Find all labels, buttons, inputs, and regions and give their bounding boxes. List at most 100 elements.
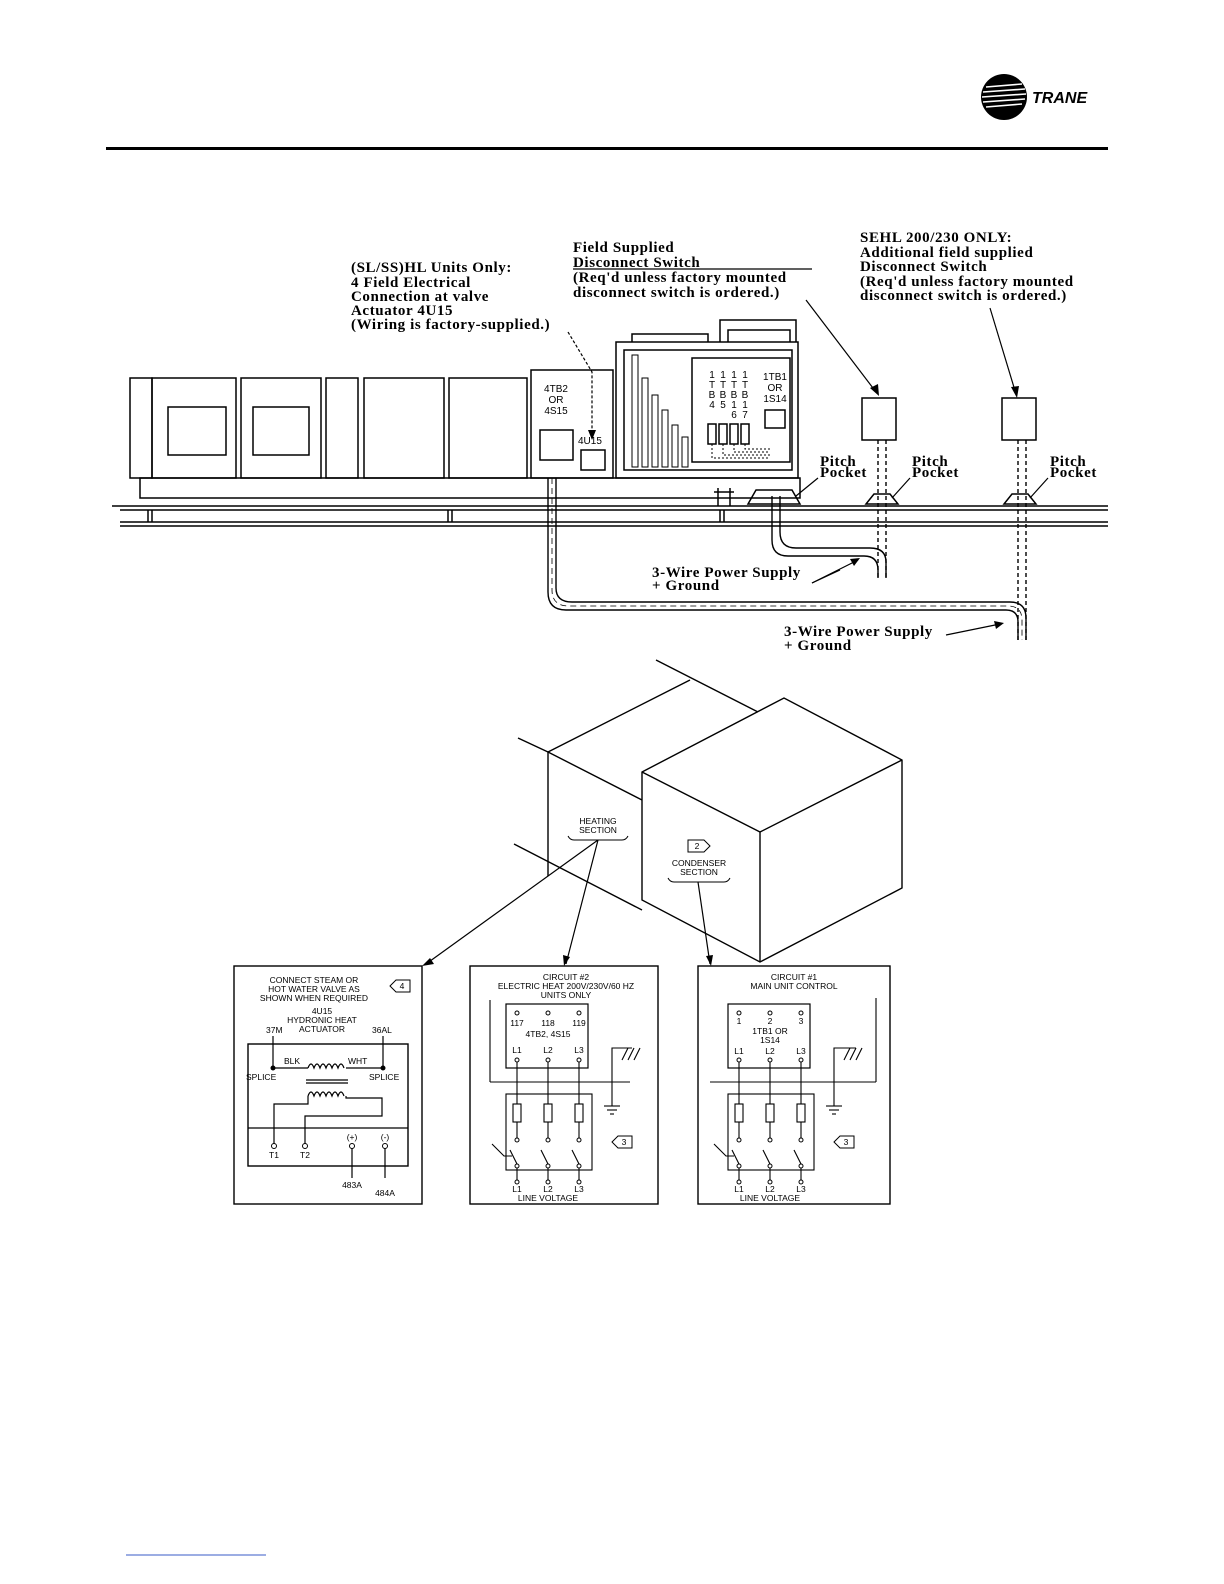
svg-text:Connection at valve: Connection at valve: [351, 289, 489, 305]
circuit2-line-voltage: LINE VOLTAGE: [518, 1193, 578, 1203]
wire-483a: 483A: [342, 1180, 362, 1190]
svg-text:4: 4: [400, 981, 405, 991]
svg-text:6: 6: [731, 410, 737, 421]
actuator-wiring: [272, 1036, 386, 1178]
svg-text:OR: OR: [549, 395, 564, 406]
svg-text:1: 1: [731, 370, 737, 381]
svg-text:(+): (+): [347, 1132, 358, 1142]
svg-text:5: 5: [720, 400, 726, 411]
circuit2-tag: 3: [611, 1135, 633, 1149]
svg-text:1S14: 1S14: [763, 394, 787, 405]
svg-text:Pitch: Pitch: [1050, 454, 1086, 470]
circuit1-terms: 1 2 3: [737, 1016, 804, 1026]
disconnect-leader: [805, 299, 877, 393]
svg-text:Pitch: Pitch: [820, 454, 856, 470]
svg-text:SHOWN WHEN REQUIRED: SHOWN WHEN REQUIRED: [260, 993, 368, 1003]
svg-text:B: B: [731, 390, 738, 401]
iso-leaders: [425, 839, 711, 965]
actuator-box: [247, 1043, 409, 1167]
circuit1-terminal-block: [727, 1003, 811, 1069]
svg-text:Disconnect Switch: Disconnect Switch: [860, 259, 987, 275]
power-supply-label-1: 3-Wire Power Supply + Ground: [652, 565, 800, 594]
pitch-pocket-1: [746, 489, 802, 505]
svg-text:Additional field supplied: Additional field supplied: [860, 245, 1033, 261]
splice-left: SPLICE: [246, 1072, 277, 1082]
circuit1-wiring: [710, 998, 877, 1182]
panel-circuit1: [697, 965, 891, 1205]
circuit1-title: CIRCUIT #1 MAIN UNIT CONTROL: [750, 972, 837, 991]
svg-text:SEHL 200/230 ONLY:: SEHL 200/230 ONLY:: [860, 230, 1012, 246]
condenser-section-label: CONDENSER SECTION: [667, 858, 731, 883]
callout-hl-units: (SL/SS)HL Units Only: 4 Field Electrical…: [351, 260, 550, 333]
iso-arrowheads: [422, 955, 713, 966]
circuit2-lines: L1 L2 L3: [512, 1045, 584, 1055]
svg-text:(Wiring is factory-supplied.): (Wiring is factory-supplied.): [351, 317, 550, 333]
svg-text:Pocket: Pocket: [1050, 465, 1097, 481]
svg-text:L1: L1: [734, 1046, 744, 1056]
tb-jumpers: [711, 444, 770, 459]
conduits: [547, 440, 1027, 640]
wire-484a: 484A: [375, 1188, 395, 1198]
iso-sections: [513, 659, 903, 963]
circuit2-bottom-lines: L1 L2 L3: [512, 1184, 584, 1194]
panel-circuit2: [469, 965, 659, 1205]
svg-text:T: T: [720, 380, 726, 391]
svg-text:L3: L3: [796, 1184, 806, 1194]
svg-text:CIRCUIT #2: CIRCUIT #2: [543, 972, 589, 982]
pitch-pocket-2: [864, 493, 900, 505]
svg-text:+ Ground: + Ground: [784, 638, 852, 654]
svg-text:4TB2: 4TB2: [544, 384, 568, 395]
svg-text:L2: L2: [765, 1046, 775, 1056]
circuit1-line-voltage: LINE VOLTAGE: [740, 1193, 800, 1203]
pitch-pocket-3: [1002, 493, 1038, 505]
unit-elevation: [129, 319, 801, 499]
svg-text:HYDRONIC HEAT: HYDRONIC HEAT: [287, 1015, 357, 1025]
header-rule: [106, 147, 1108, 150]
hydronic-tag: 4: [389, 979, 411, 993]
circuit2-title: CIRCUIT #2 ELECTRIC HEAT 200V/230V/60 HZ…: [498, 972, 634, 1000]
svg-text:4: 4: [709, 400, 715, 411]
svg-text:B: B: [742, 390, 749, 401]
svg-text:1: 1: [737, 1016, 742, 1026]
actuator-terminals: [271, 1143, 388, 1149]
svg-text:UNITS ONLY: UNITS ONLY: [541, 990, 592, 1000]
hydronic-title: CONNECT STEAM OR HOT WATER VALVE AS SHOW…: [260, 975, 368, 1034]
pitch-pocket-leaders: [795, 477, 1049, 499]
svg-text:L1: L1: [734, 1184, 744, 1194]
svg-text:1: 1: [742, 400, 748, 411]
svg-text:T: T: [742, 380, 748, 391]
hl-arrowhead: [588, 430, 596, 440]
svg-text:3: 3: [844, 1137, 849, 1147]
circuit1-block-name-1: 1TB1 OR: [752, 1026, 787, 1036]
svg-text:3: 3: [799, 1016, 804, 1026]
unit-vent-bars: [631, 354, 689, 468]
svg-text:OR: OR: [768, 383, 783, 394]
label-4u15: 4U15: [578, 436, 602, 447]
svg-text:L2: L2: [543, 1184, 553, 1194]
svg-text:1TB1: 1TB1: [763, 372, 787, 383]
svg-text:4U15: 4U15: [312, 1006, 333, 1016]
svg-text:(-): (-): [381, 1132, 390, 1142]
svg-text:1: 1: [709, 370, 715, 381]
power-arrow-2: [994, 621, 1004, 629]
circuit1-lines: L1 L2 L3: [734, 1046, 806, 1056]
heating-section-label: HEATING SECTION: [567, 816, 629, 841]
svg-text:2: 2: [695, 841, 700, 851]
svg-text:Pocket: Pocket: [912, 465, 959, 481]
svg-text:ACTUATOR: ACTUATOR: [299, 1024, 345, 1034]
label-1tb1: 1TB1 OR 1S14: [763, 372, 787, 405]
svg-text:+ Ground: + Ground: [652, 578, 720, 594]
circuit1-contacts: [736, 1057, 804, 1185]
svg-text:B: B: [709, 390, 716, 401]
svg-text:CONNECT STEAM OR: CONNECT STEAM OR: [270, 975, 359, 985]
svg-text:disconnect switch is ordered.): disconnect switch is ordered.): [573, 285, 780, 301]
hl-leader: [567, 331, 593, 438]
svg-text:117: 117: [510, 1018, 524, 1028]
circuit2-term-dots: [514, 1010, 582, 1016]
svg-text:Pocket: Pocket: [820, 465, 867, 481]
field-disconnect-switch: [861, 397, 897, 441]
svg-text:MAIN UNIT CONTROL: MAIN UNIT CONTROL: [750, 981, 837, 991]
wht-label: WHT: [348, 1056, 367, 1066]
svg-text:(Req'd unless factory mounted: (Req'd unless factory mounted: [860, 274, 1074, 290]
